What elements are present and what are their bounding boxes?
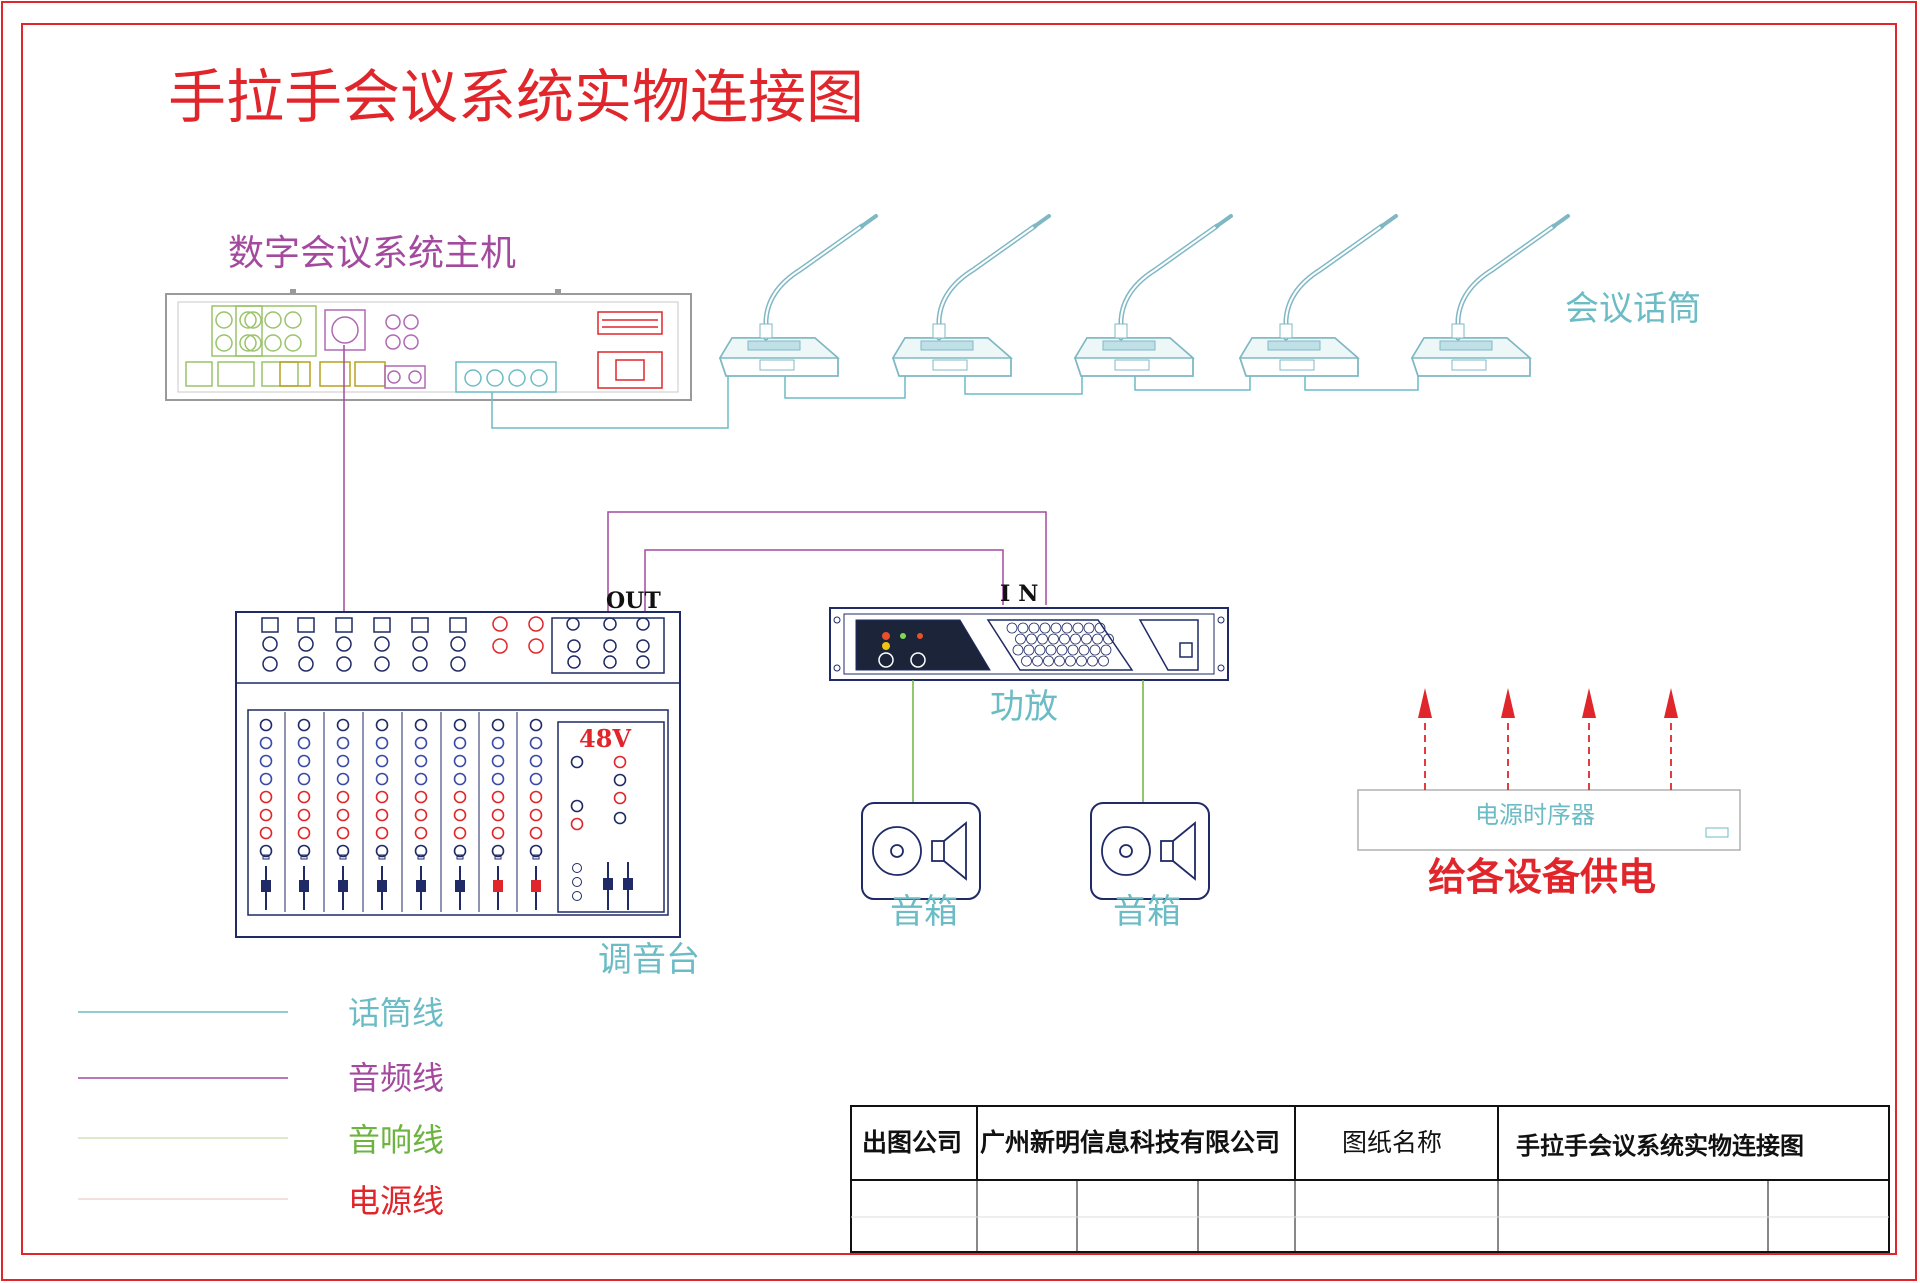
title-block-company-label: 出图公司 (862, 1128, 963, 1157)
title-block-company: 广州新明信息科技有限公司 (980, 1128, 1281, 1157)
legend-label-speaker: 音响线 (348, 1121, 445, 1159)
conference-host-unit (165, 289, 692, 401)
microphone-unit-5 (1412, 216, 1568, 376)
microphone-unit-4 (1240, 216, 1396, 376)
speaker-right-label: 音箱 (1113, 892, 1181, 932)
microphone-unit-3 (1075, 216, 1231, 376)
power-sequencer (1357, 688, 1741, 851)
power-arrows (1418, 688, 1678, 718)
speaker-left-label: 音箱 (890, 892, 958, 932)
mic-cable (491, 376, 1419, 429)
speaker-left (861, 802, 981, 900)
power-sequencer-label: 电源时序器 (1475, 801, 1595, 829)
power-lines (1424, 712, 1672, 790)
host-power-socket (597, 311, 663, 389)
title-block-drawing-label: 图纸名称 (1342, 1128, 1443, 1157)
diagram-title: 手拉手会议系统实物连接图 (168, 63, 865, 131)
power-supply-note: 给各设备供电 (1428, 855, 1657, 899)
amplifier-label: 功放 (990, 687, 1058, 727)
legend-lines (78, 1011, 288, 1200)
mixer-out-port-label: OUT (606, 588, 661, 614)
mixer-to-amp-audio-cable (607, 511, 1047, 620)
legend-label-mic: 话筒线 (348, 994, 445, 1032)
mixer-console (235, 611, 681, 938)
mixer-label: 调音台 (598, 940, 700, 980)
legend-label-power: 电源线 (348, 1182, 445, 1220)
title-block (850, 1105, 1890, 1253)
host-output-jacks (324, 309, 426, 389)
title-block-drawing-name: 手拉手会议系统实物连接图 (1516, 1131, 1804, 1160)
microphones-label: 会议话筒 (1565, 289, 1701, 329)
host-input-jacks (185, 305, 317, 387)
legend-label-audio: 音频线 (348, 1059, 445, 1097)
power-amplifier (829, 607, 1229, 681)
host-mic-ports (455, 361, 557, 393)
speaker-cable (912, 680, 1144, 804)
inner-border (21, 23, 1897, 1255)
host-unit-label: 数字会议系统主机 (228, 233, 517, 274)
microphone-unit-2 (893, 216, 1049, 376)
phantom-power-label: 48V (579, 724, 632, 753)
microphone-unit-1 (720, 216, 876, 376)
amp-in-port-label: IN (1000, 581, 1047, 607)
speaker-right (1090, 802, 1210, 900)
